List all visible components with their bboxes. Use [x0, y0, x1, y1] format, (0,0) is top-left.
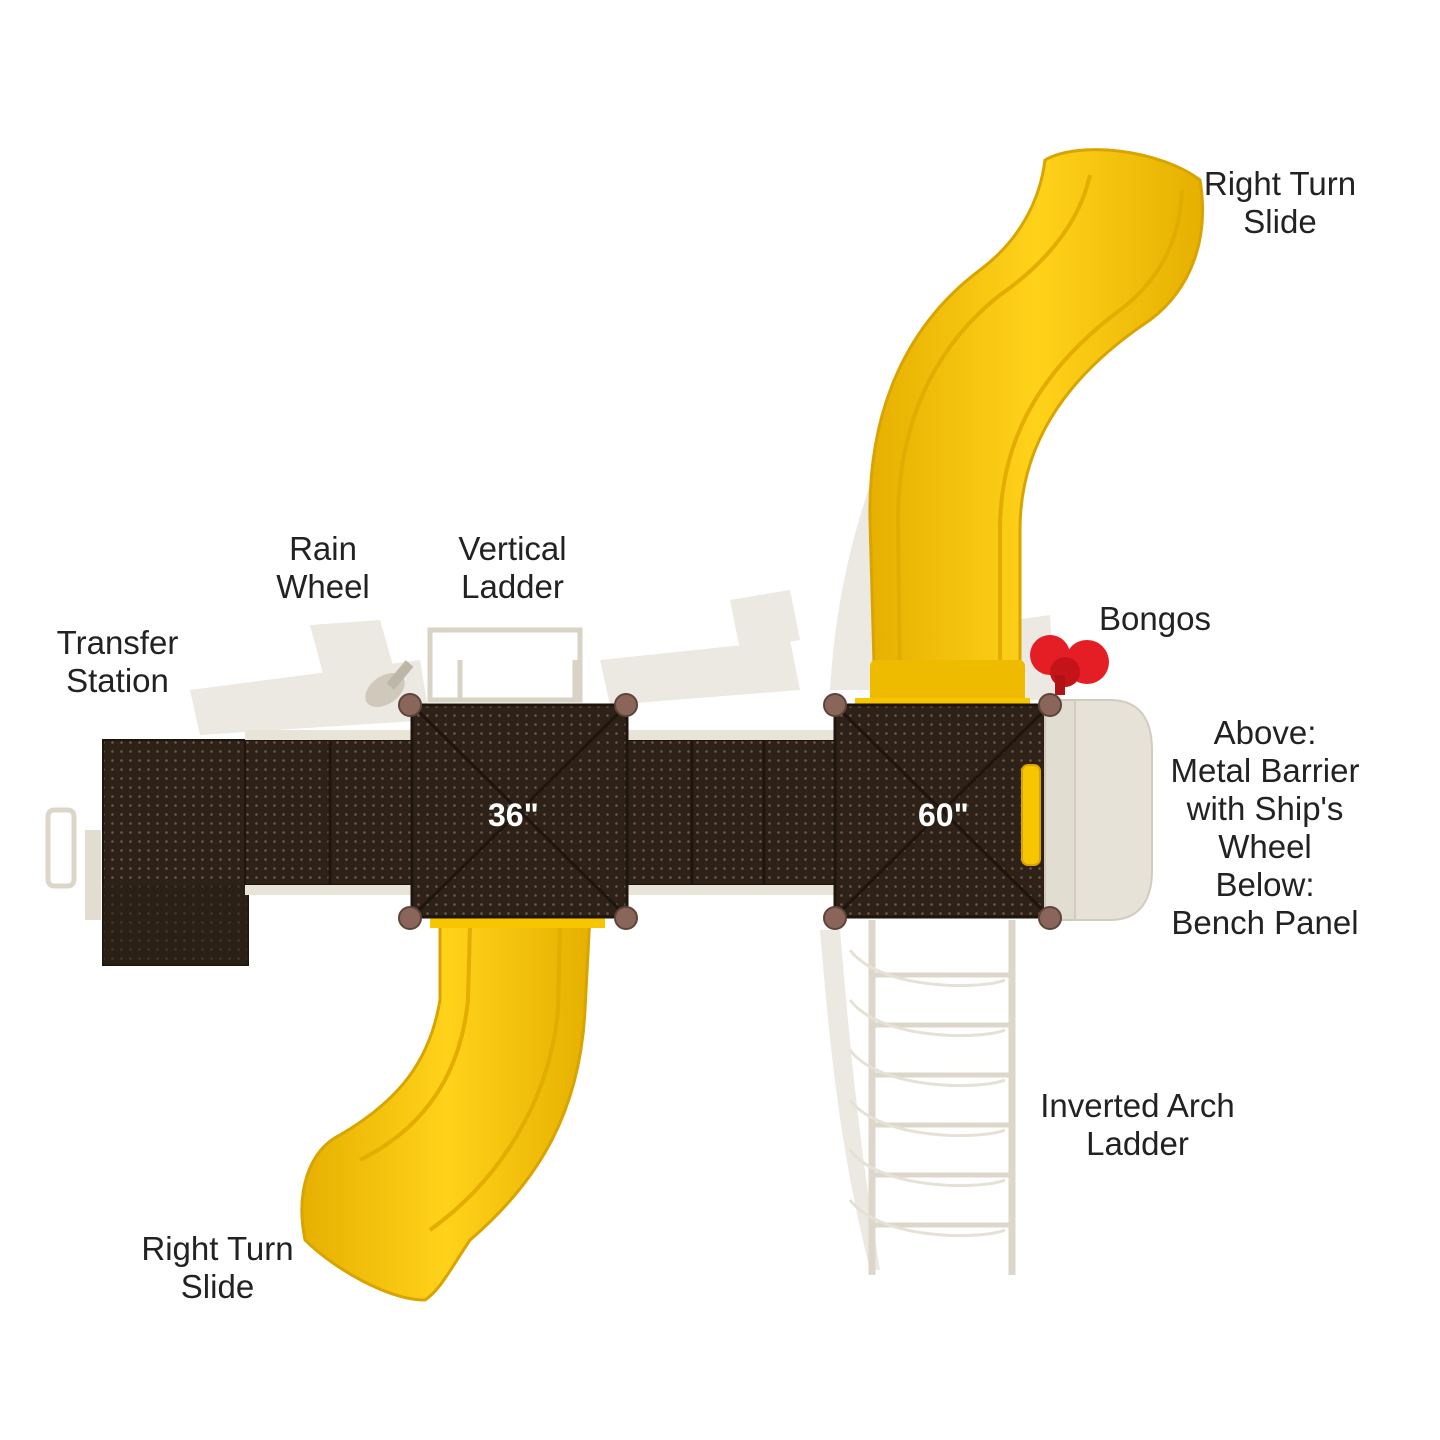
label-inverted-arch-ladder: Inverted Arch Ladder	[1030, 1087, 1245, 1163]
label-line: Right Turn	[141, 1230, 294, 1267]
deck-60	[833, 703, 1052, 919]
label-transfer-station: Transfer Station	[45, 624, 190, 700]
label-line: with Ship's	[1186, 790, 1344, 827]
label-line: Ladder	[1086, 1125, 1189, 1162]
post	[1038, 906, 1062, 930]
label-line: Wheel	[276, 568, 370, 605]
post	[614, 693, 638, 717]
label-barrier-bench: Above: Metal Barrier with Ship's Wheel B…	[1160, 714, 1370, 942]
label-line: Vertical	[458, 530, 567, 567]
deck-36	[410, 703, 629, 919]
post	[398, 906, 422, 930]
post	[398, 693, 422, 717]
label-line: Bench Panel	[1171, 904, 1359, 941]
label-line: Metal Barrier	[1170, 752, 1360, 789]
post	[1038, 693, 1062, 717]
label-rain-wheel: Rain Wheel	[258, 530, 388, 606]
label-right-turn-slide-top: Right Turn Slide	[1195, 165, 1365, 241]
label-line: Above:	[1213, 714, 1317, 751]
rain-wheel	[365, 660, 414, 708]
bongos	[1030, 635, 1109, 695]
post	[823, 906, 847, 930]
label-line: Station	[66, 662, 169, 699]
walkway-middle	[619, 730, 836, 895]
label-line: Slide	[1243, 203, 1317, 240]
walkway-left	[244, 730, 416, 895]
label-line: Bongos	[1099, 600, 1211, 637]
deck-60-label: 60"	[918, 797, 969, 833]
posts	[398, 693, 1062, 930]
label-line: Wheel	[1218, 828, 1312, 865]
vertical-ladder	[427, 627, 583, 703]
bench-panel	[1044, 699, 1153, 921]
label-line: Right Turn	[1203, 165, 1357, 202]
right-turn-slide-bottom	[300, 910, 605, 1302]
label-line: Below:	[1215, 866, 1315, 903]
inverted-arch-ladder	[848, 920, 1016, 1275]
transfer-station	[45, 739, 249, 966]
label-line: Inverted Arch	[1040, 1087, 1235, 1124]
deck-36-label: 36"	[488, 797, 539, 833]
post	[823, 693, 847, 717]
label-bongos: Bongos	[1090, 600, 1220, 638]
label-line: Rain	[289, 530, 357, 567]
label-vertical-ladder: Vertical Ladder	[440, 530, 585, 606]
post	[614, 906, 638, 930]
label-line: Ladder	[461, 568, 564, 605]
label-line: Transfer	[56, 624, 179, 661]
label-line: Slide	[180, 1268, 255, 1305]
label-right-turn-slide-bottom: Right Turn Slide	[130, 1230, 305, 1306]
